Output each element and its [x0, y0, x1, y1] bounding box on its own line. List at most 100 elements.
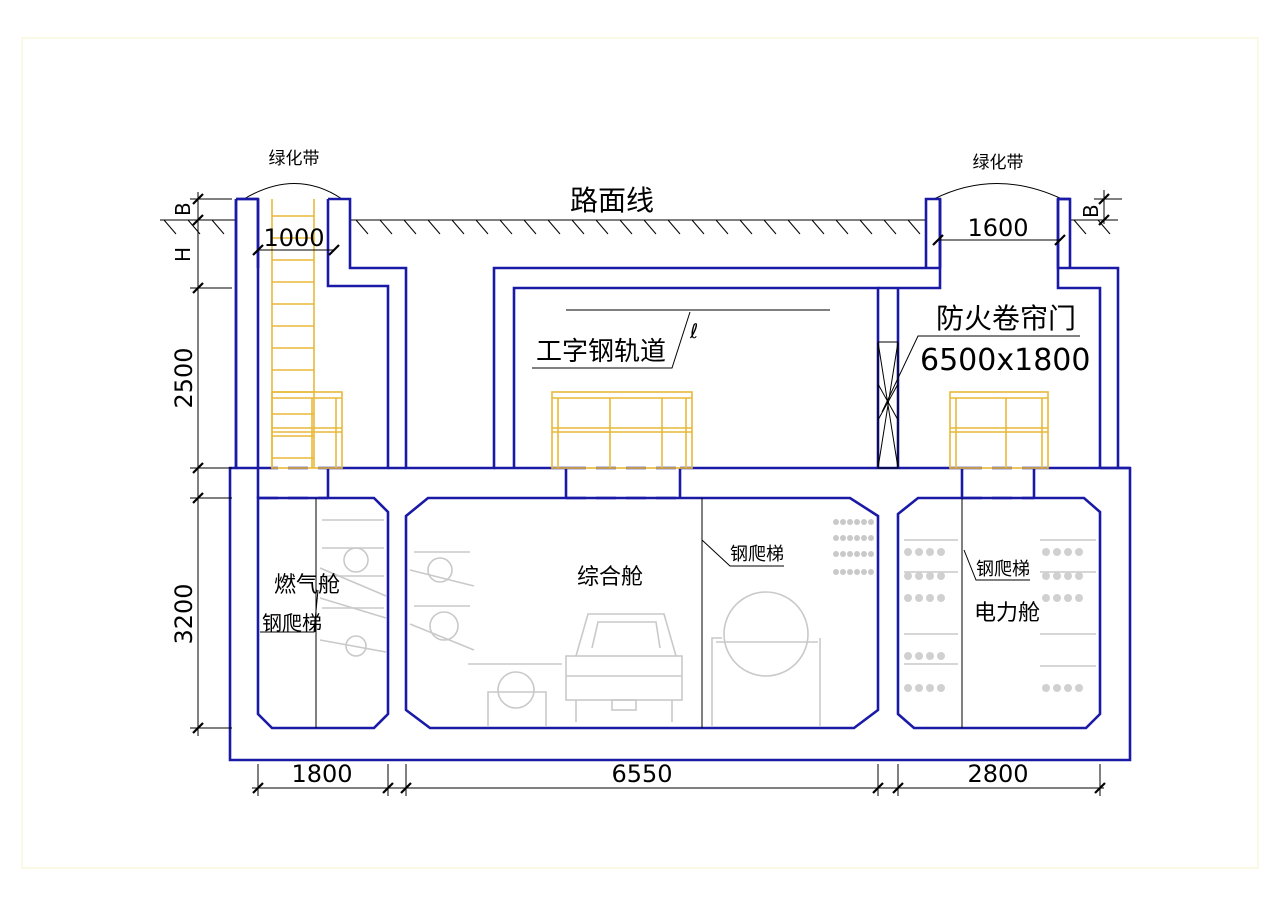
fire-door-label: 防火卷帘门	[936, 302, 1076, 335]
cable-dot	[915, 652, 923, 660]
power-cabin-label: 电力舱	[974, 601, 1040, 626]
cable-dot	[937, 548, 945, 556]
fire-door-leader	[881, 335, 1080, 413]
cable-dot	[937, 572, 945, 580]
cable-dot	[926, 594, 934, 602]
cable-tray-dots	[833, 519, 874, 575]
cable-dot	[847, 569, 853, 575]
cable-dot	[840, 519, 846, 525]
cable-dot	[833, 519, 839, 525]
dim-tick	[328, 244, 340, 256]
steel-frame-left	[271, 391, 343, 469]
hatch-stroke	[667, 219, 681, 235]
green-belt-arc-left	[243, 183, 343, 200]
dim-tick	[1094, 782, 1106, 794]
i-beam-rail-mark: ℓ	[689, 319, 698, 343]
cable-dot	[847, 519, 853, 525]
cable-dot	[1042, 572, 1050, 580]
hatch-stroke	[451, 219, 465, 235]
cable-dot	[904, 684, 912, 692]
dim-tick	[192, 282, 204, 294]
cable-dot	[840, 569, 846, 575]
cable-dot	[915, 572, 923, 580]
hatch-stroke	[835, 219, 849, 235]
hatch-stroke	[427, 219, 441, 235]
fire-door-size: 6500x1800	[920, 343, 1090, 378]
cable-dot	[1064, 548, 1072, 556]
ladder-leader-combined	[701, 539, 784, 567]
hatch-stroke	[883, 219, 897, 235]
hatch-stroke	[763, 219, 777, 235]
cable-dot	[904, 652, 912, 660]
dim-1800: 1800	[291, 760, 352, 788]
dim-3200: 3200	[170, 583, 198, 644]
dim-B-right: B	[1079, 204, 1103, 218]
cable-dot	[868, 535, 874, 541]
dim-tick	[932, 234, 944, 246]
dim-tick	[382, 782, 394, 794]
cable-dot	[854, 519, 860, 525]
cable-dot	[926, 684, 934, 692]
green-belt-arc-right	[933, 183, 1063, 200]
dim-1000: 1000	[263, 224, 324, 252]
combined-cabin-label: 综合舱	[577, 565, 643, 590]
ladder-label-combined: 钢爬梯	[730, 544, 784, 565]
i-beam-rail-leader	[532, 311, 691, 369]
cable-dot	[904, 572, 912, 580]
cable-dot	[1064, 572, 1072, 580]
cable-dot	[1042, 594, 1050, 602]
dim-tick	[1098, 214, 1110, 226]
fire-door-symbol	[877, 341, 899, 469]
cable-dot	[926, 548, 934, 556]
hatch-stroke	[355, 219, 369, 235]
power-cable-dots	[904, 548, 1083, 692]
ladder-leader-power	[963, 549, 1030, 581]
hatch-stroke	[715, 219, 729, 235]
ladder-label-power: 钢爬梯	[976, 559, 1030, 580]
cable-dot	[915, 594, 923, 602]
cable-dot	[904, 594, 912, 602]
cable-dot	[861, 551, 867, 557]
cable-dot	[926, 652, 934, 660]
dim-tick	[872, 782, 884, 794]
cable-dot	[833, 551, 839, 557]
hatch-stroke	[595, 219, 609, 235]
gas-cabin-outline	[256, 496, 390, 730]
hatch-stroke	[907, 219, 921, 235]
power-cabin-outline	[896, 496, 1102, 730]
hatch-stroke	[739, 219, 753, 235]
hatch-stroke	[475, 219, 489, 235]
hatch-stroke	[1097, 219, 1111, 235]
cable-dot	[861, 569, 867, 575]
cable-dot	[926, 572, 934, 580]
cable-dot	[854, 569, 860, 575]
hatch-stroke	[547, 219, 561, 235]
hatch-stroke	[499, 219, 513, 235]
hatch-stroke	[379, 219, 393, 235]
hatch-stroke	[1073, 219, 1087, 235]
road-surface-line	[160, 219, 1118, 235]
dim-tick	[892, 782, 904, 794]
green-belt-label-left: 绿化带	[269, 149, 320, 169]
cable-dot	[840, 551, 846, 557]
cable-dot	[1075, 548, 1083, 556]
cable-dot	[854, 535, 860, 541]
green-belt-label-right: 绿化带	[973, 153, 1024, 173]
cable-dot	[937, 594, 945, 602]
cable-dot	[1075, 594, 1083, 602]
dim-1600: 1600	[967, 214, 1028, 242]
cable-dot	[1075, 572, 1083, 580]
ladder-label-gas: 钢爬梯	[262, 611, 322, 635]
steel-frame-right	[949, 391, 1049, 469]
dim-tick	[252, 782, 264, 794]
cable-dot	[861, 535, 867, 541]
hatch-stroke	[571, 219, 585, 235]
hatch-stroke	[163, 219, 177, 235]
cable-dot	[915, 684, 923, 692]
power-cabin-equipment	[904, 539, 1096, 692]
hatch-stroke	[403, 219, 417, 235]
hatch-stroke	[643, 219, 657, 235]
cable-dot	[868, 551, 874, 557]
gas-cabin-equipment	[319, 519, 387, 657]
